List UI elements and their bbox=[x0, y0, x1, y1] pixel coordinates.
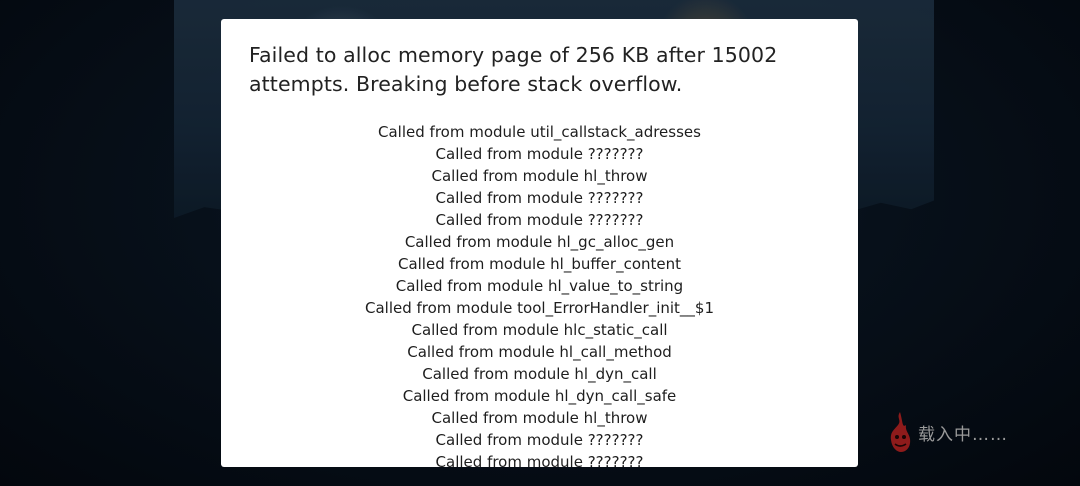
stack-trace-line: Called from module hl_dyn_call_safe bbox=[402, 387, 677, 405]
stack-trace-line: Called from module hl_gc_alloc_gen bbox=[404, 233, 675, 251]
flame-creature-icon bbox=[890, 412, 911, 452]
error-dialog: Failed to alloc memory page of 256 KB af… bbox=[221, 19, 858, 467]
loading-text: 载入中…… bbox=[918, 424, 1008, 445]
stack-trace-line: Called from module hl_buffer_content bbox=[397, 255, 682, 273]
stack-trace-line: Called from module hlc_static_call bbox=[411, 321, 668, 339]
error-title: Failed to alloc memory page of 256 KB af… bbox=[249, 43, 778, 96]
loading-indicator: 载入中…… bbox=[886, 408, 1008, 456]
stack-trace-line: Called from module tool_ErrorHandler_ini… bbox=[364, 299, 714, 317]
stack-trace-list: Called from module util_callstack_adress… bbox=[249, 121, 830, 467]
stack-trace-line: Called from module hl_value_to_string bbox=[395, 277, 684, 295]
stack-trace-line: Called from module hl_throw bbox=[431, 409, 648, 427]
stack-trace-line: Called from module ??????? bbox=[435, 189, 644, 207]
stack-trace-line: Called from module hl_dyn_call bbox=[422, 365, 657, 383]
stack-trace-line: Called from module ??????? bbox=[435, 453, 644, 467]
stack-trace-line: Called from module ??????? bbox=[435, 431, 644, 449]
stack-trace-line: Called from module ??????? bbox=[435, 145, 644, 163]
stack-trace-line: Called from module ??????? bbox=[435, 211, 644, 229]
stack-trace-line: Called from module hl_call_method bbox=[407, 343, 672, 361]
stack-trace-line: Called from module util_callstack_adress… bbox=[378, 123, 701, 141]
stack-trace-line: Called from module hl_throw bbox=[431, 167, 648, 185]
